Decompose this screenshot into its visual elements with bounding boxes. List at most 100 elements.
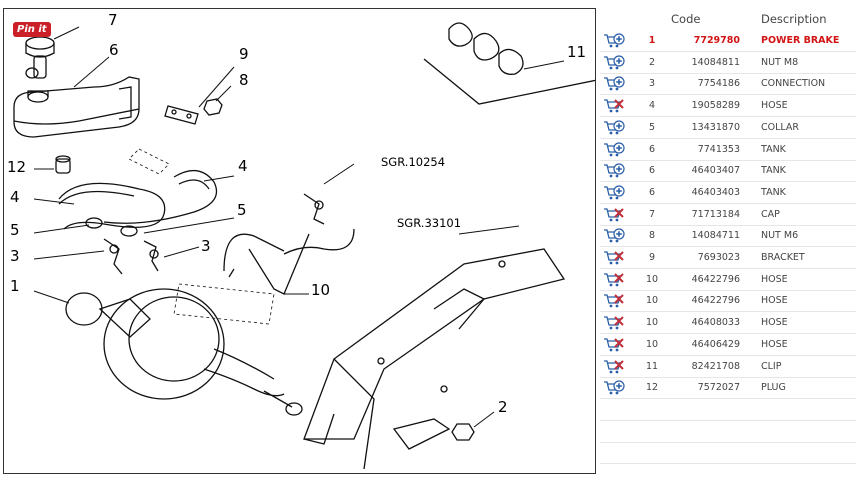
part-cap[interactable]: [25, 36, 55, 79]
row-code: 46403403: [691, 186, 740, 198]
row-description: POWER BRAKE: [761, 35, 840, 46]
row-position: 12: [645, 382, 659, 394]
row-description: COLLAR: [761, 121, 800, 133]
table-row[interactable]: 1 7729780 POWER BRAKE: [600, 30, 856, 52]
callout-3a: 3: [10, 247, 20, 265]
part-mounting-bracket[interactable]: [303, 248, 566, 470]
row-code: 46408033: [691, 317, 740, 329]
empty-row: [600, 399, 856, 421]
row-code: 71713184: [691, 208, 740, 220]
part-fitting[interactable]: [303, 193, 325, 225]
row-description: PLUG: [761, 382, 786, 394]
cart-add-icon[interactable]: [603, 185, 625, 201]
part-clip[interactable]: [423, 22, 596, 105]
cart-add-icon[interactable]: [603, 163, 625, 179]
cart-add-icon[interactable]: [603, 33, 625, 49]
row-position: 8: [648, 230, 656, 242]
cart-remove-icon[interactable]: [603, 315, 625, 331]
cart-remove-icon[interactable]: [603, 272, 625, 288]
row-code: 7754186: [697, 78, 740, 90]
pin-it-button[interactable]: Pin it: [13, 22, 51, 37]
row-description: HOSE: [761, 295, 788, 307]
exploded-parts-diagram: Pin it 7 6 9 8 11 12 4 4 5 5 3 3 1 10 2 …: [3, 8, 596, 474]
callout-12: 12: [7, 158, 27, 176]
callout-10: 10: [311, 281, 331, 299]
row-description: NUT M8: [761, 56, 799, 68]
part-collar[interactable]: [85, 217, 138, 237]
row-position: 6: [648, 186, 656, 198]
cart-add-icon[interactable]: [603, 141, 625, 158]
row-code: 14084811: [691, 56, 740, 68]
row-code: 7741353: [697, 143, 740, 155]
row-position: 5: [648, 121, 656, 133]
column-header-description[interactable]: Description: [761, 12, 827, 26]
cart-add-icon[interactable]: [603, 120, 625, 136]
row-description: HOSE: [761, 338, 788, 350]
row-description: BRACKET: [761, 252, 805, 263]
cart-add-icon[interactable]: [603, 55, 625, 71]
table-row[interactable]: 5 13431870 COLLAR: [600, 117, 856, 139]
callout-3b: 3: [201, 237, 211, 255]
cart-add-icon[interactable]: [603, 76, 625, 92]
row-position: 6: [648, 165, 656, 177]
callout-8: 8: [239, 71, 249, 89]
parts-table: Code Description 1 7729780 POWER BRAKE 2 140…: [600, 8, 856, 480]
table-header: Code Description: [600, 8, 856, 30]
cart-add-icon[interactable]: [603, 228, 625, 244]
cart-remove-icon[interactable]: [603, 359, 625, 375]
callout-9: 9: [239, 45, 249, 63]
callout-7: 7: [108, 11, 118, 29]
row-position: 1: [648, 35, 656, 46]
empty-row: [600, 421, 856, 443]
parts-drawing: [13, 22, 596, 470]
row-description: TANK: [761, 143, 786, 155]
row-position: 10: [645, 273, 659, 285]
part-hose-10[interactable]: [223, 228, 355, 295]
part-plug[interactable]: [55, 155, 71, 174]
callout-4b: 4: [238, 157, 248, 175]
row-code: 13431870: [691, 121, 740, 133]
table-row[interactable]: 2 14084811 NUT M8: [600, 52, 856, 74]
row-code: 46406429: [691, 338, 740, 350]
row-position: 11: [645, 360, 659, 372]
row-description: HOSE: [761, 317, 788, 329]
callout-6: 6: [109, 41, 119, 59]
row-description: TANK: [761, 165, 786, 177]
part-tank[interactable]: [13, 76, 140, 138]
row-description: CAP: [761, 208, 780, 220]
cart-add-icon[interactable]: [603, 380, 625, 396]
row-description: HOSE: [761, 100, 788, 112]
part-nut-2[interactable]: [451, 423, 475, 441]
column-header-code[interactable]: Code: [671, 12, 701, 26]
part-power-brake[interactable]: [65, 288, 444, 416]
part-nut[interactable]: [203, 98, 223, 116]
cart-remove-icon[interactable]: [603, 207, 625, 223]
empty-row: [600, 442, 856, 465]
callout-4a: 4: [10, 188, 20, 206]
row-code: 7729780: [693, 35, 740, 46]
row-position: 2: [648, 56, 656, 68]
row-position: 10: [645, 295, 659, 307]
cart-remove-icon[interactable]: [603, 337, 625, 353]
part-bracket[interactable]: [164, 105, 199, 125]
leader-lines: [33, 26, 565, 428]
cart-remove-icon[interactable]: [603, 98, 625, 114]
cart-remove-icon[interactable]: [603, 250, 625, 266]
part-hose[interactable]: [58, 170, 218, 230]
cart-remove-icon[interactable]: [603, 293, 625, 309]
part-connection[interactable]: [103, 238, 159, 275]
